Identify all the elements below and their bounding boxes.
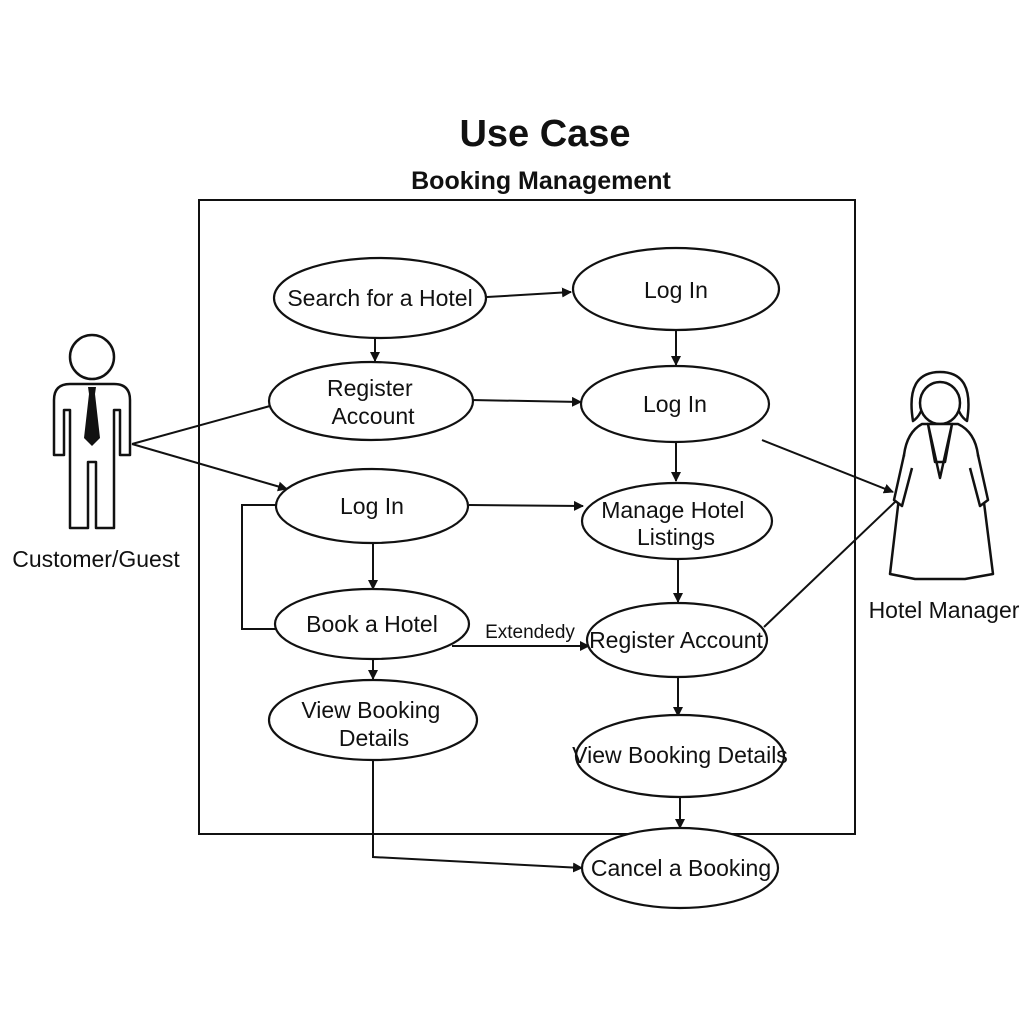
connector-register-to-login-mid bbox=[470, 396, 582, 407]
connector-customer-to-login-left bbox=[131, 443, 288, 492]
manager-face-icon bbox=[918, 380, 962, 426]
use-case-login-top[interactable]: Log In bbox=[571, 246, 781, 332]
use-case-login-left[interactable]: Log In bbox=[274, 467, 470, 545]
use-case-book-hotel[interactable]: Book a Hotel bbox=[273, 587, 471, 661]
use-case-label: Register Account bbox=[327, 375, 419, 429]
use-case-label: View Booking Details bbox=[572, 742, 788, 768]
use-case-label: Cancel a Booking bbox=[591, 855, 771, 881]
use-case-label: Manage Hotel Listings bbox=[601, 497, 751, 550]
extend-label: Extendedy bbox=[485, 622, 575, 643]
use-case-cancel-booking[interactable]: Cancel a Booking bbox=[580, 826, 780, 910]
use-case-register-right[interactable]: Register Account bbox=[585, 601, 769, 679]
connector-login-left-to-manage bbox=[468, 500, 584, 511]
use-case-view-details-left[interactable]: View Booking Details bbox=[267, 678, 479, 762]
use-case-label: Log In bbox=[644, 277, 708, 303]
use-case-register-left[interactable]: Register Account bbox=[267, 360, 475, 442]
manager-arms-icon bbox=[892, 454, 990, 508]
diagram-title: Use Case bbox=[459, 113, 630, 155]
customer-tie-icon bbox=[84, 387, 100, 446]
use-case-search-hotel[interactable]: Search for a Hotel bbox=[272, 256, 488, 340]
use-case-label: Book a Hotel bbox=[306, 611, 438, 637]
actor-manager-label: Hotel Manager bbox=[869, 597, 1020, 623]
connector-view-details-left-to-cancel bbox=[372, 759, 583, 873]
use-case-manage-listings[interactable]: Manage Hotel Listings bbox=[580, 481, 774, 561]
connectors bbox=[131, 287, 896, 873]
use-case-label: Log In bbox=[340, 493, 404, 519]
actor-customer[interactable]: Customer/Guest bbox=[12, 333, 180, 572]
use-case-view-details-right[interactable]: View Booking Details bbox=[572, 713, 788, 799]
system-name: Booking Management bbox=[411, 167, 671, 195]
actor-customer-label: Customer/Guest bbox=[12, 546, 180, 572]
connector-loop-login-book bbox=[241, 504, 276, 630]
connector-search-to-login-top bbox=[486, 287, 572, 298]
connector-customer-to-register bbox=[131, 405, 271, 445]
connector-register-right-to-manager bbox=[763, 501, 896, 628]
manager-collar-icon bbox=[926, 422, 954, 480]
use-case-label: Register Account bbox=[589, 627, 763, 653]
actor-manager[interactable]: Hotel Manager bbox=[869, 370, 1020, 623]
system-boundary bbox=[198, 199, 856, 835]
customer-body-icon bbox=[52, 382, 132, 530]
use-case-login-mid[interactable]: Log In bbox=[579, 364, 771, 444]
customer-head-icon bbox=[68, 333, 116, 381]
manager-dress-icon bbox=[888, 422, 995, 581]
use-case-label: Log In bbox=[643, 391, 707, 417]
use-case-label: Search for a Hotel bbox=[287, 285, 472, 311]
use-case-label: View Booking Details bbox=[301, 697, 446, 751]
connector-login-mid-to-manager bbox=[761, 439, 894, 494]
